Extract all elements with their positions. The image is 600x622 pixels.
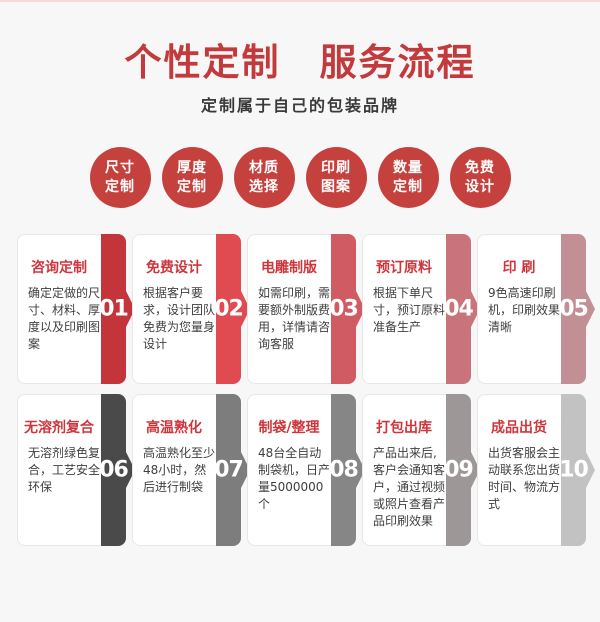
step-number-strip: 10 (559, 394, 595, 546)
step-description: 产品出来后,客户会通知客户，通过视频或照片查看产品印刷效果 (373, 446, 446, 528)
arrow-right-icon (586, 452, 595, 488)
step-number: 03 (329, 296, 359, 322)
feature-badge-label: 材质 (249, 159, 279, 176)
step-number: 08 (329, 457, 359, 483)
arrow-right-icon (241, 452, 250, 488)
arrow-right-icon (471, 452, 480, 488)
feature-badge-label: 厚度 (177, 159, 207, 176)
feature-badge-5: 数量定制 (377, 147, 439, 208)
feature-badge-6: 免费设计 (449, 147, 511, 208)
feature-badge-label: 设计 (465, 178, 495, 195)
step-description: 无溶剂绿色复合，工艺安全环保 (28, 446, 101, 494)
arrow-right-icon (126, 291, 135, 327)
step-description: 48台全自动制袋机，日产量5000000个 (258, 446, 331, 511)
step-description: 高温熟化至少48小时，然后进行制袋 (143, 446, 216, 494)
step-description: 根据客户要求，设计团队免费为您量身设计 (143, 286, 216, 351)
arrow-right-icon (356, 291, 365, 327)
step-number: 01 (99, 296, 129, 322)
step-description: 如需印刷，需要额外制版费用，详情请咨询客服 (258, 286, 331, 351)
feature-badge-label: 定制 (393, 178, 423, 195)
step-description: 根据下单尺寸，预订原料准备生产 (373, 286, 446, 334)
step-description: 确定定做的尺寸、材料、厚度以及印刷图案 (28, 286, 101, 351)
step-title: 成品出货 (491, 420, 547, 436)
step-number: 10 (559, 457, 589, 483)
page-subtitle: 定制属于自己的包装品牌 (200, 96, 399, 115)
step-number: 04 (444, 296, 474, 322)
step-title: 制袋/整理 (258, 420, 320, 436)
feature-badge-4: 印刷图案 (305, 147, 367, 208)
step-number-strip: 08 (329, 394, 365, 546)
arrow-right-icon (471, 291, 480, 327)
feature-badge-label: 数量 (393, 159, 423, 176)
arrow-right-icon (241, 291, 250, 327)
feature-badges-row: 尺寸定制厚度定制材质选择印刷图案数量定制免费设计 (0, 147, 600, 208)
feature-badge-label: 选择 (249, 178, 279, 195)
step-title: 打包出库 (376, 420, 432, 436)
feature-badge-label: 定制 (177, 178, 207, 195)
feature-badge-label: 定制 (105, 178, 135, 195)
step-number-strip: 01 (99, 234, 135, 384)
arrow-right-icon (126, 452, 135, 488)
step-number-strip: 07 (214, 394, 250, 546)
step-title: 免费设计 (146, 260, 202, 276)
arrow-right-icon (586, 291, 595, 327)
arrow-right-icon (356, 452, 365, 488)
step-description: 出货客服会主动联系您出货时间、物流方式 (488, 446, 561, 511)
step-number: 07 (214, 457, 244, 483)
step-number: 09 (444, 457, 474, 483)
feature-badge-label: 图案 (321, 178, 351, 195)
step-number-strip: 03 (329, 234, 365, 384)
feature-badge-2: 厚度定制 (161, 147, 223, 208)
step-title: 高温熟化 (146, 420, 202, 436)
step-title: 预订原料 (376, 260, 432, 276)
step-title: 电雕制版 (261, 260, 317, 276)
step-number: 06 (99, 457, 129, 483)
step-number: 02 (214, 296, 244, 322)
step-title: 无溶剂复合 (24, 420, 94, 436)
feature-badge-label: 尺寸 (105, 159, 135, 176)
step-description: 9色高速印刷机，印刷效果清晰 (488, 286, 561, 334)
step-number-strip: 06 (99, 394, 135, 546)
step-number-strip: 04 (444, 234, 480, 384)
step-title: 咨询定制 (31, 260, 87, 276)
step-number-strip: 05 (559, 234, 595, 384)
page-title: 个性定制 服务流程 (124, 40, 476, 84)
feature-badge-label: 免费 (465, 159, 495, 176)
feature-badge-label: 印刷 (321, 159, 351, 176)
feature-badge-3: 材质选择 (233, 147, 295, 208)
step-number-strip: 02 (214, 234, 250, 384)
step-number-strip: 09 (444, 394, 480, 546)
step-title: 印 刷 (502, 260, 536, 276)
feature-badge-1: 尺寸定制 (89, 147, 151, 208)
step-number: 05 (559, 296, 589, 322)
